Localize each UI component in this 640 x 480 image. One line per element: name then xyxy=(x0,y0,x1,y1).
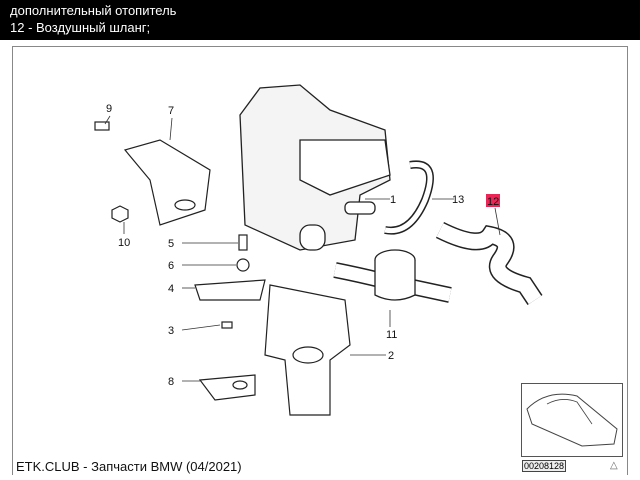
callout-7[interactable]: 7 xyxy=(168,105,174,117)
callout-5[interactable]: 5 xyxy=(168,238,174,250)
header: дополнительный отопитель 12 - Воздушный … xyxy=(0,0,640,40)
vehicle-thumbnail xyxy=(521,383,623,457)
callout-labels: 9 7 1 13 12 10 5 6 4 3 2 11 8 xyxy=(106,103,500,388)
hoses xyxy=(333,160,543,305)
callout-6[interactable]: 6 xyxy=(168,260,174,272)
callout-4[interactable]: 4 xyxy=(168,283,174,295)
car-icon xyxy=(526,393,618,447)
callout-8[interactable]: 8 xyxy=(168,376,174,388)
callout-12-highlight xyxy=(486,194,500,207)
callout-1[interactable]: 1 xyxy=(390,194,396,206)
brackets xyxy=(94,121,351,416)
callout-13[interactable]: 13 xyxy=(452,194,464,206)
callout-10[interactable]: 10 xyxy=(118,237,130,249)
callout-3[interactable]: 3 xyxy=(168,325,174,337)
diagram-title: дополнительный отопитель xyxy=(10,3,177,18)
heater-unit xyxy=(239,84,391,251)
warning-triangle-icon: △ xyxy=(610,460,618,471)
leader-lines xyxy=(104,115,501,382)
footer-text: ETK.CLUB - Запчасти BMW (04/2021) xyxy=(16,459,242,474)
selected-part-label: 12 - Воздушный шланг; xyxy=(10,20,151,35)
callout-12[interactable]: 12 xyxy=(487,196,499,208)
callout-9[interactable]: 9 xyxy=(106,103,112,115)
callout-2[interactable]: 2 xyxy=(388,350,394,362)
diagram-id: 00208128 xyxy=(522,460,567,472)
callout-11[interactable]: 11 xyxy=(386,329,397,341)
